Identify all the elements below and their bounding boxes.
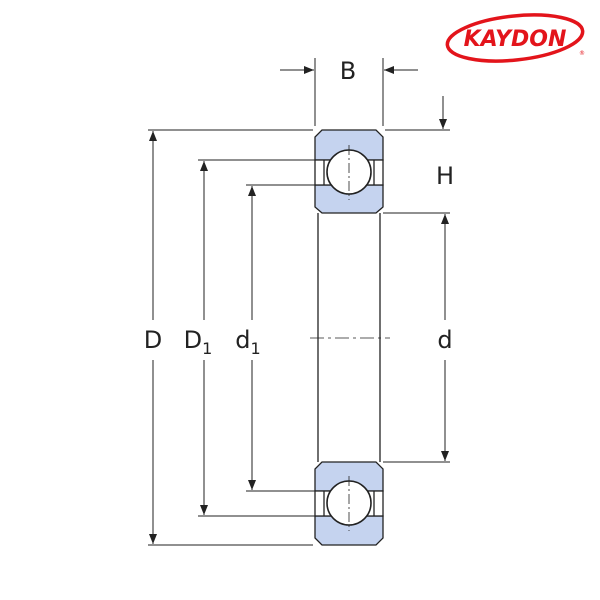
bearing-top-section xyxy=(314,129,384,214)
label-D1: D1 xyxy=(184,326,213,358)
label-B: B xyxy=(340,57,356,85)
bearing-bottom-section xyxy=(314,461,384,546)
logo-text: KAYDON xyxy=(464,27,567,52)
label-d1: d1 xyxy=(235,326,260,358)
extension-lines xyxy=(148,58,450,546)
label-D: D xyxy=(144,326,162,354)
logo-registered-mark: ® xyxy=(579,50,585,57)
kaydon-logo: KAYDON ® xyxy=(445,13,585,63)
label-d: d xyxy=(437,326,452,354)
label-H: H xyxy=(436,162,454,190)
